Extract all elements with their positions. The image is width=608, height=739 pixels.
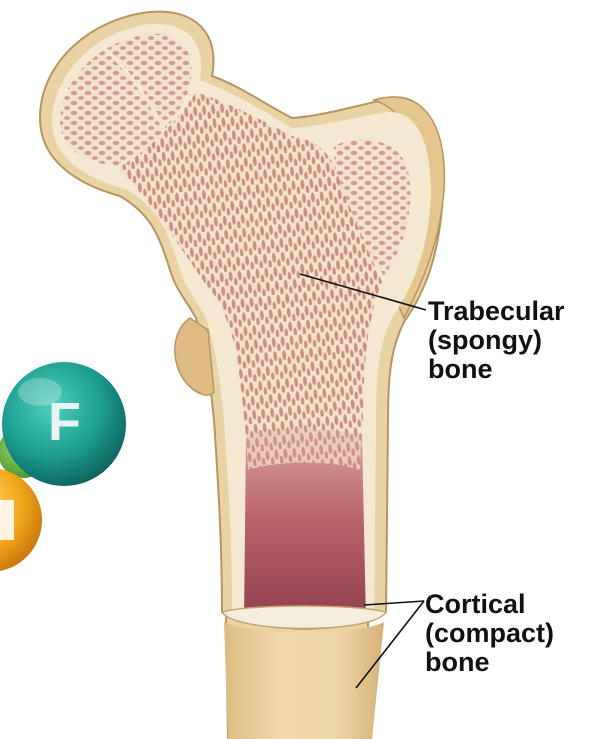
trabecular-label-line1: Trabecular xyxy=(428,297,565,326)
lesser-trochanter xyxy=(175,318,214,395)
cortical-label-line3: bone xyxy=(425,648,554,677)
lower-shaft xyxy=(224,622,384,739)
cortical-label-line1: Cortical xyxy=(425,590,554,619)
vitamin-letter-f: F xyxy=(48,394,81,450)
trabecular-label-line2: (spongy) xyxy=(428,326,565,355)
cortical-label-line2: (compact) xyxy=(425,619,554,648)
trabecular-label-line3: bone xyxy=(428,355,565,384)
trabecular-bone-label: Trabecular (spongy) bone xyxy=(428,297,565,384)
cortical-bone-label: Cortical (compact) bone xyxy=(425,590,554,677)
